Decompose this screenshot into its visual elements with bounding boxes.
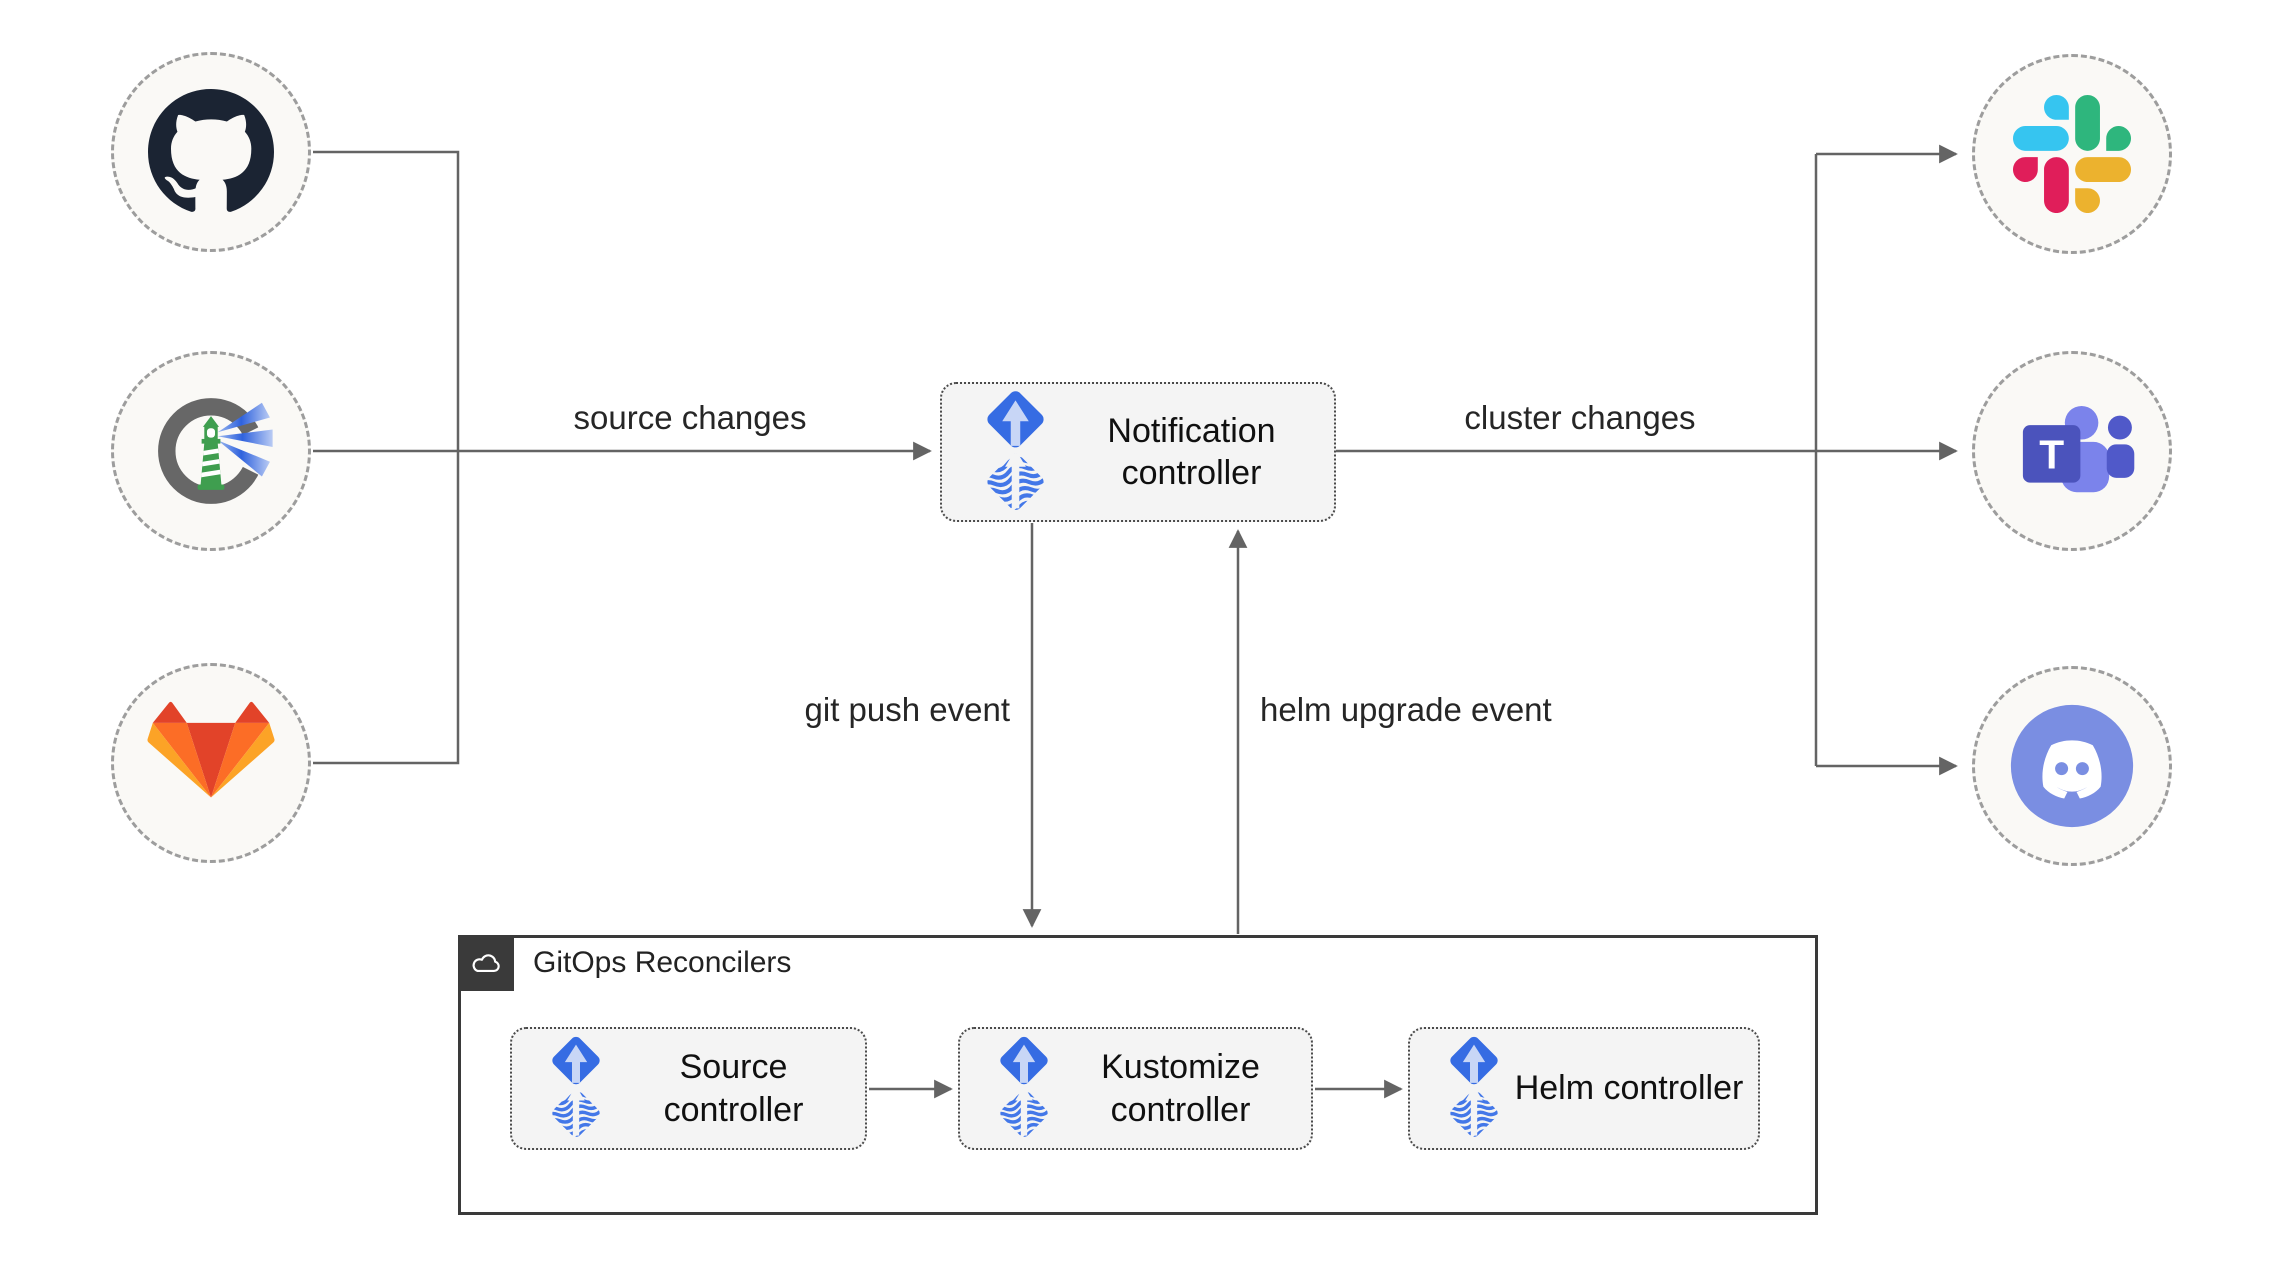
slack-icon	[2013, 95, 2131, 213]
node-kustomize-controller: Kustomize controller	[958, 1027, 1313, 1150]
group-label: GitOps Reconcilers	[533, 946, 792, 979]
flux-icon	[968, 389, 1063, 516]
group-badge	[458, 935, 514, 991]
gitlab-icon	[147, 701, 275, 798]
node-label: Kustomize controller	[1101, 1048, 1260, 1129]
target-node-discord	[1972, 666, 2172, 866]
node-label: Notification controller	[1107, 411, 1276, 493]
github-icon	[148, 89, 274, 212]
node-label: Helm controller	[1514, 1069, 1744, 1108]
flux-icon	[1434, 1035, 1514, 1142]
source-node-gitlab	[111, 663, 311, 863]
target-node-teams: T	[1972, 351, 2172, 551]
edge-label-helm-upgrade-event: helm upgrade event	[1260, 691, 1552, 728]
group-gitops-reconcilers: GitOps Reconcilers	[458, 935, 1818, 1215]
edge-gitlab-to-trunk	[313, 451, 460, 765]
node-notification-controller: Notification controller	[940, 382, 1336, 522]
source-node-harbor	[111, 351, 311, 551]
edge-label-git-push-event: git push event	[804, 691, 1010, 728]
discord-icon	[2010, 704, 2134, 828]
teams-letter: T	[2039, 431, 2064, 477]
node-source-controller: Source controller	[510, 1027, 867, 1150]
node-label: Source controller	[663, 1048, 804, 1129]
edge-label-source-changes: source changes	[573, 399, 807, 436]
harbor-icon	[158, 398, 278, 504]
teams-icon: T	[2022, 405, 2135, 492]
edge-label-cluster-changes: cluster changes	[1464, 399, 1696, 436]
flux-icon	[984, 1035, 1064, 1142]
target-node-slack	[1972, 54, 2172, 254]
node-helm-controller: Helm controller	[1408, 1027, 1760, 1150]
flux-icon	[536, 1035, 616, 1142]
source-node-github	[111, 52, 311, 252]
cloud-icon	[472, 954, 500, 973]
edge-github-to-trunk	[313, 150, 460, 451]
